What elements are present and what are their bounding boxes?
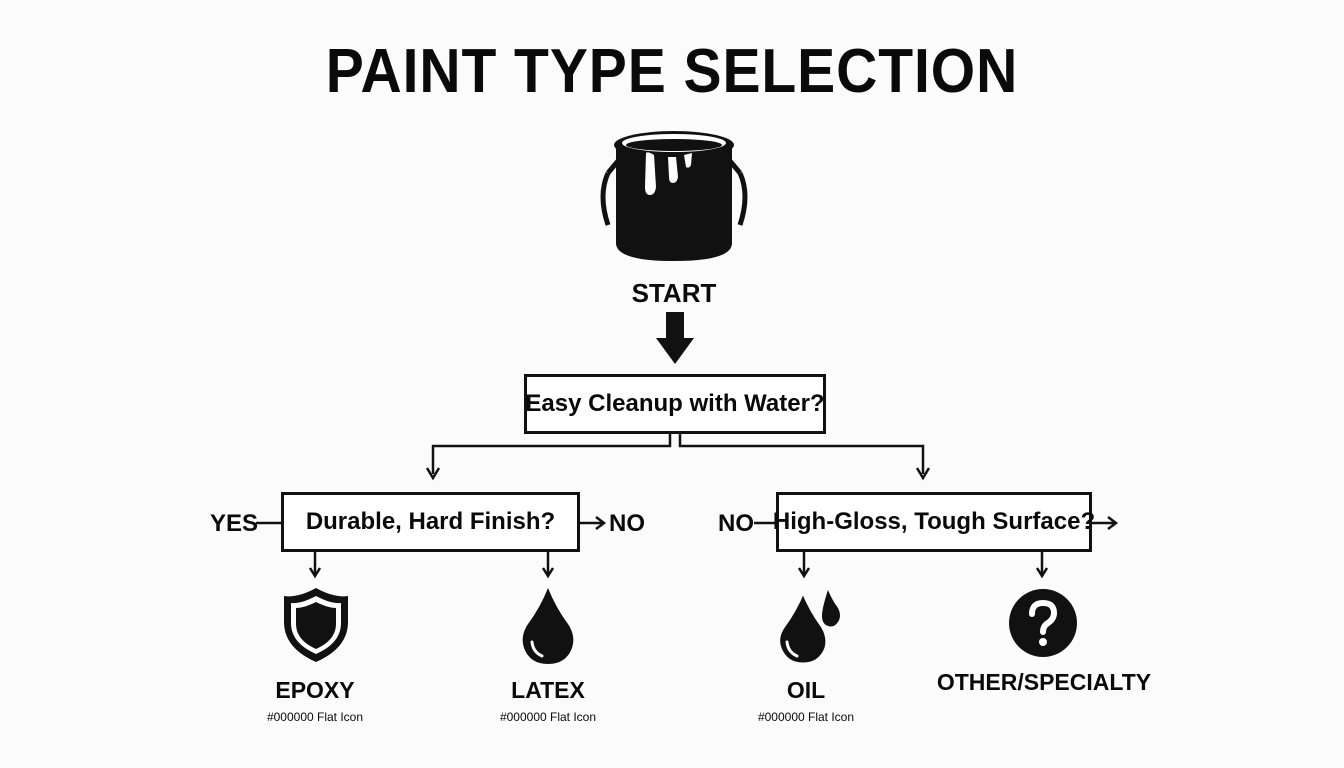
question-circle-icon bbox=[1009, 589, 1077, 657]
start-label: START bbox=[631, 278, 717, 308]
root-question-box: Easy Cleanup with Water? bbox=[524, 374, 826, 434]
no-label-left: NO bbox=[609, 510, 645, 537]
yes-label: YES bbox=[210, 510, 259, 537]
page-title: PAINT TYPE SELECTION bbox=[325, 37, 1019, 106]
no-label-right: NO bbox=[718, 510, 754, 537]
drop-icon bbox=[522, 588, 574, 664]
double-drop-icon bbox=[777, 588, 840, 666]
durable-finish-question-box: Durable, Hard Finish? bbox=[281, 492, 580, 552]
outcome-oil-caption: #000000 Flat Icon bbox=[757, 710, 855, 724]
outcome-oil-label: OIL bbox=[786, 677, 826, 703]
outcome-latex-caption: #000000 Flat Icon bbox=[499, 710, 597, 724]
paint-can-icon bbox=[600, 131, 748, 261]
outcome-latex-label: LATEX bbox=[511, 677, 585, 703]
start-arrow-icon bbox=[656, 312, 694, 364]
high-gloss-question-box: High-Gloss, Tough Surface? bbox=[773, 492, 1095, 552]
outcome-epoxy-caption: #000000 Flat Icon bbox=[266, 710, 364, 724]
shield-icon bbox=[284, 588, 348, 662]
outcome-other-label: OTHER/SPECIALTY bbox=[936, 669, 1152, 695]
outcome-epoxy-label: EPOXY bbox=[275, 677, 355, 703]
